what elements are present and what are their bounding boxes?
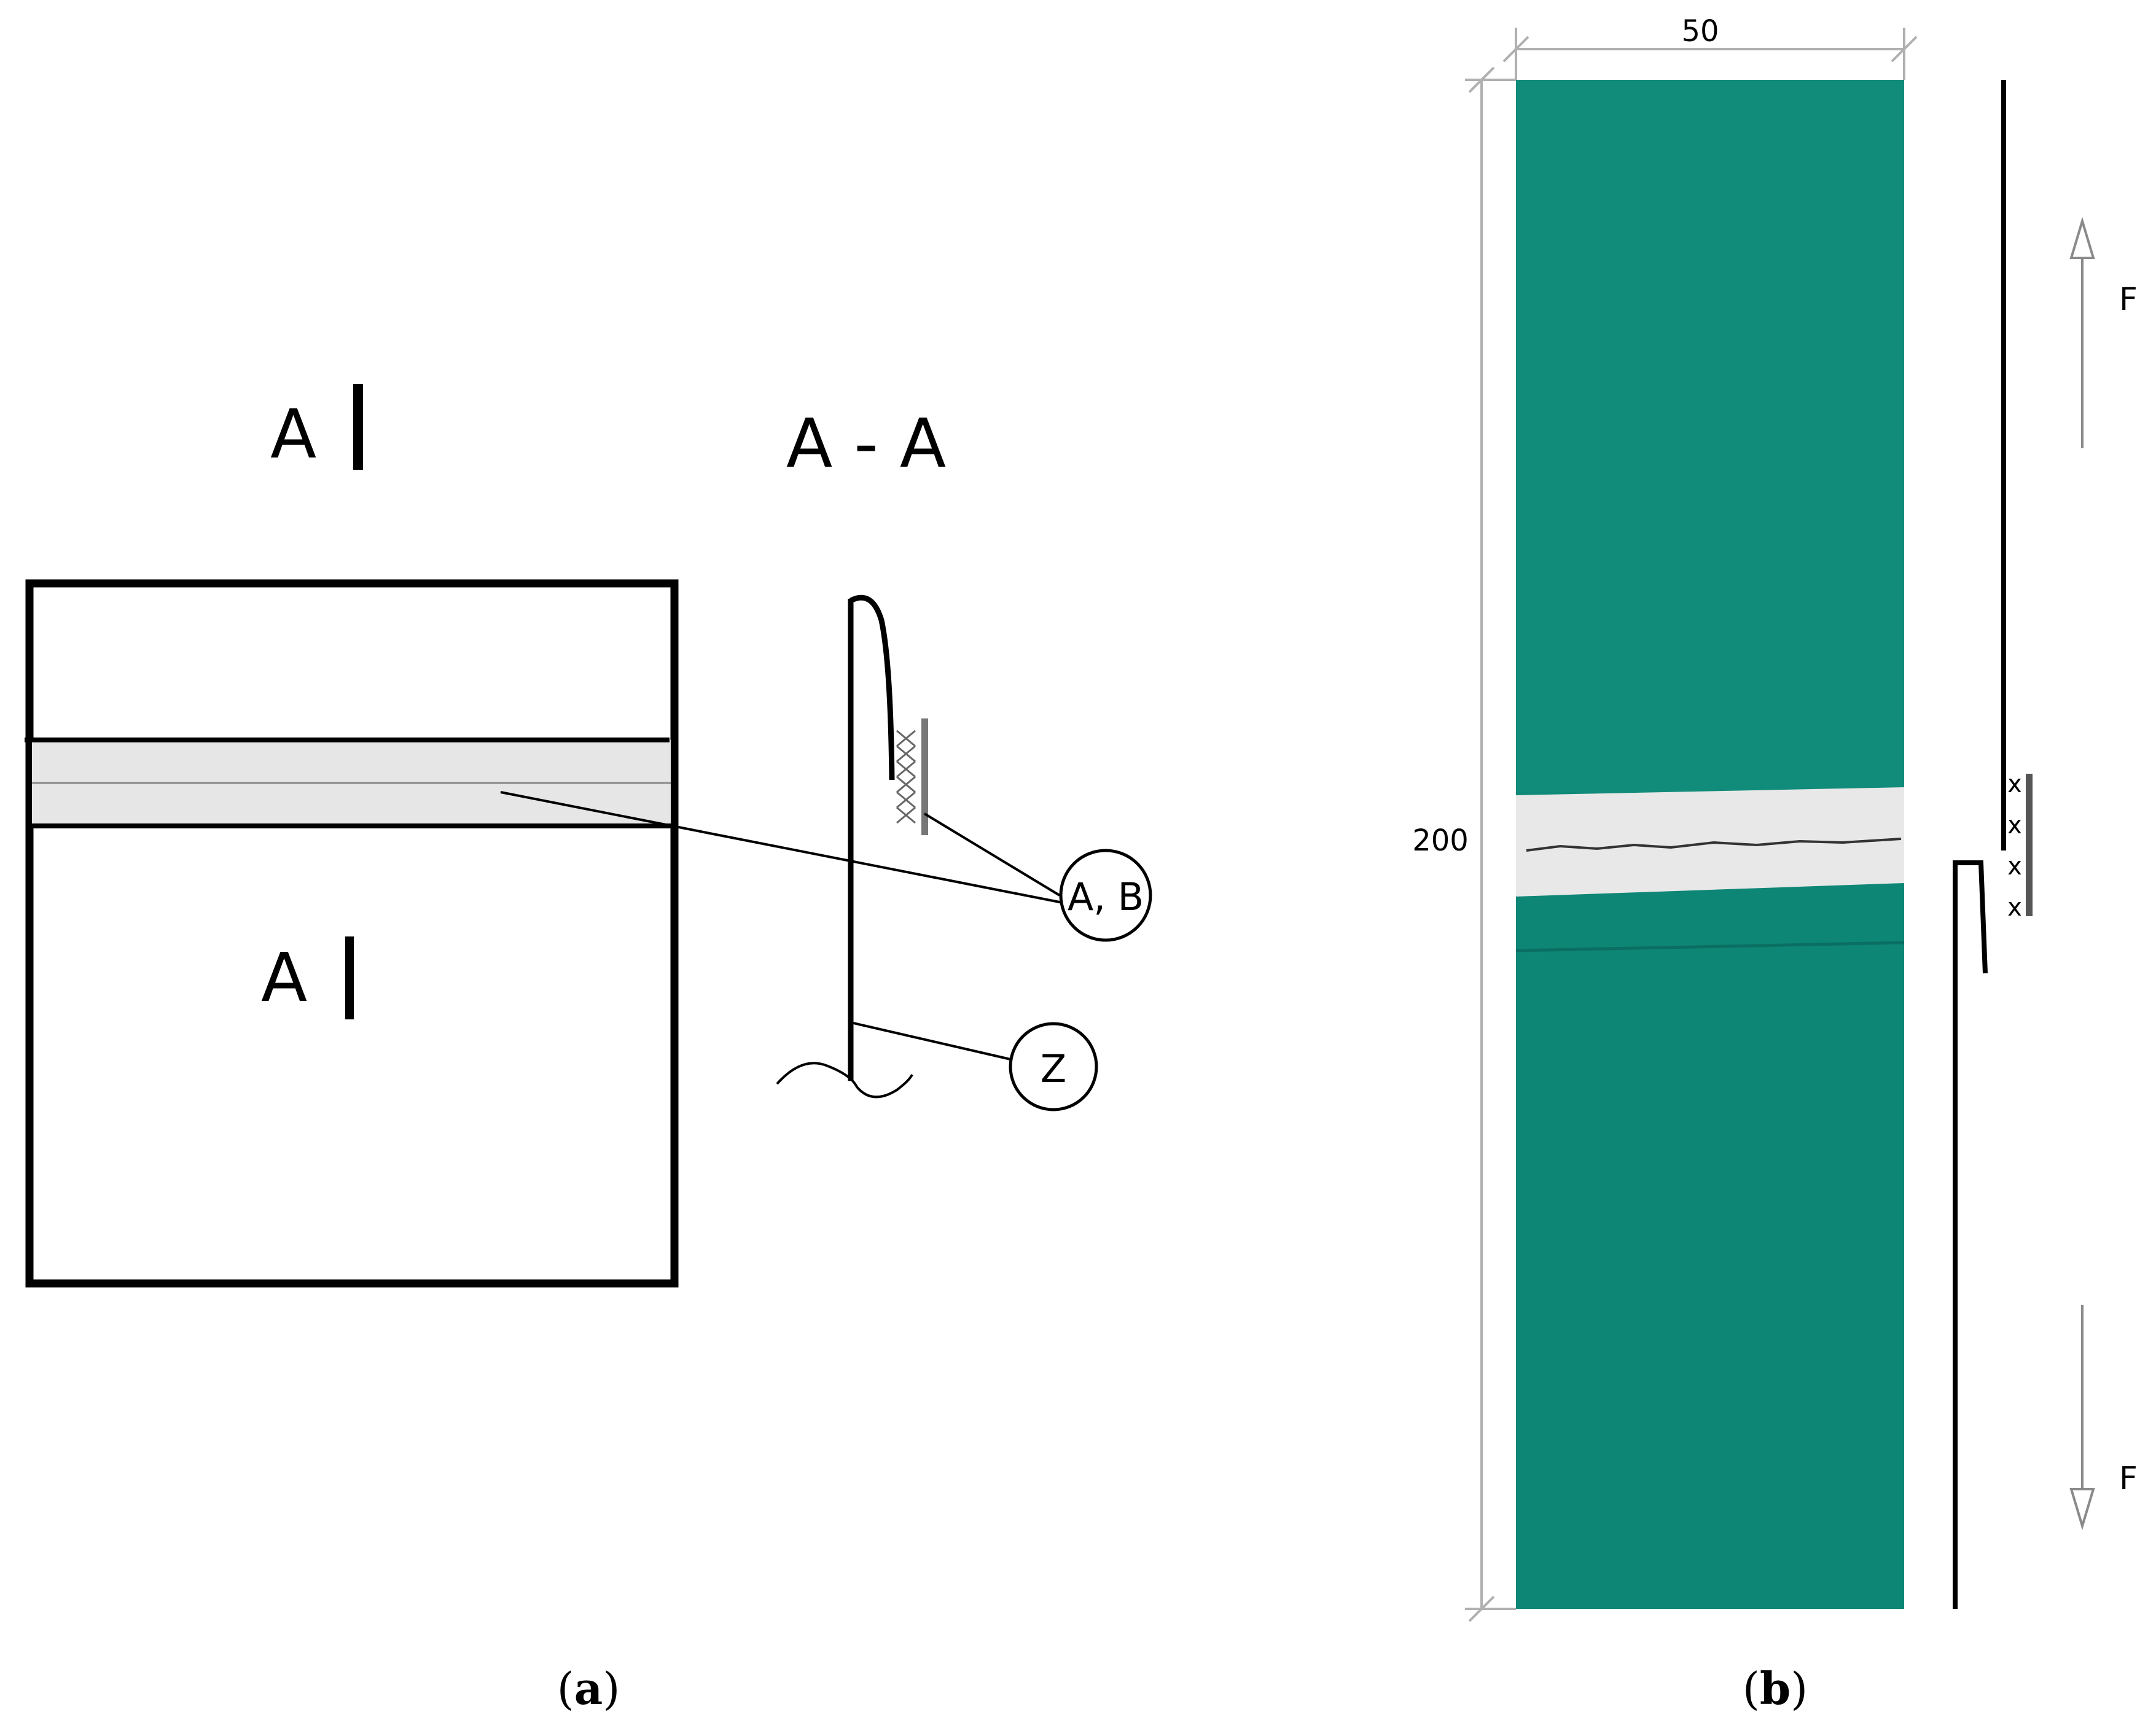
- panel-a: A A - A A: [25, 384, 1152, 1715]
- caption-a: (a): [557, 1662, 620, 1715]
- caption-b: (b): [1743, 1662, 1808, 1715]
- seam-mark: x: [2007, 893, 2022, 922]
- seam-marks: x x x x: [2007, 770, 2022, 922]
- seam-mark: x: [2007, 770, 2022, 798]
- cross-section-tape: [921, 718, 928, 835]
- arrow-up-icon: [2069, 217, 2095, 259]
- schematic-tape: [2026, 774, 2033, 916]
- cross-section-fold: [849, 594, 895, 780]
- cross-section-seam: [896, 730, 916, 824]
- fabric-shade-upper: [1516, 80, 1904, 792]
- seam-mark: x: [2007, 852, 2022, 881]
- break-line: [776, 1062, 913, 1099]
- section-label-bottom: A: [261, 938, 307, 1017]
- callout-ab-label: A, B: [1068, 874, 1144, 919]
- seam-mark: x: [2007, 811, 2022, 839]
- fabric-fold-line: [1515, 941, 1905, 952]
- callout-ab-circle: [1059, 849, 1152, 942]
- callout-z-label: Z: [1041, 1046, 1066, 1091]
- dimension-width: [1502, 28, 1918, 80]
- leader-line-tape-band: [500, 791, 1063, 904]
- force-label-top: F: [2119, 281, 2138, 318]
- dimension-width-label: 50: [1681, 14, 1719, 49]
- leader-line-seam: [923, 812, 1061, 897]
- leader-line-z: [850, 1021, 1011, 1061]
- force-arrow-up: [2069, 217, 2095, 448]
- force-arrow-down: [2069, 1305, 2095, 1530]
- fabric-plan-outline: [25, 579, 679, 1288]
- arrow-down-icon: [2069, 1488, 2095, 1530]
- dimension-height-label: 200: [1412, 823, 1469, 858]
- dimension-height: [1465, 66, 1516, 1622]
- callout-z-circle: [1009, 1022, 1098, 1111]
- schematic-lower-strip: [1953, 860, 1988, 1609]
- force-label-bottom: F: [2119, 1460, 2138, 1497]
- section-marker-top: [353, 384, 363, 470]
- fabric-shade-lower: [1516, 884, 1904, 1609]
- section-title: A - A: [786, 404, 946, 483]
- section-marker-bottom: [345, 936, 354, 1019]
- tape-seam-line: [1526, 838, 1902, 852]
- panel-b: 50 200 x x x x F F: [1412, 14, 2138, 1715]
- section-label-top: A: [270, 395, 316, 473]
